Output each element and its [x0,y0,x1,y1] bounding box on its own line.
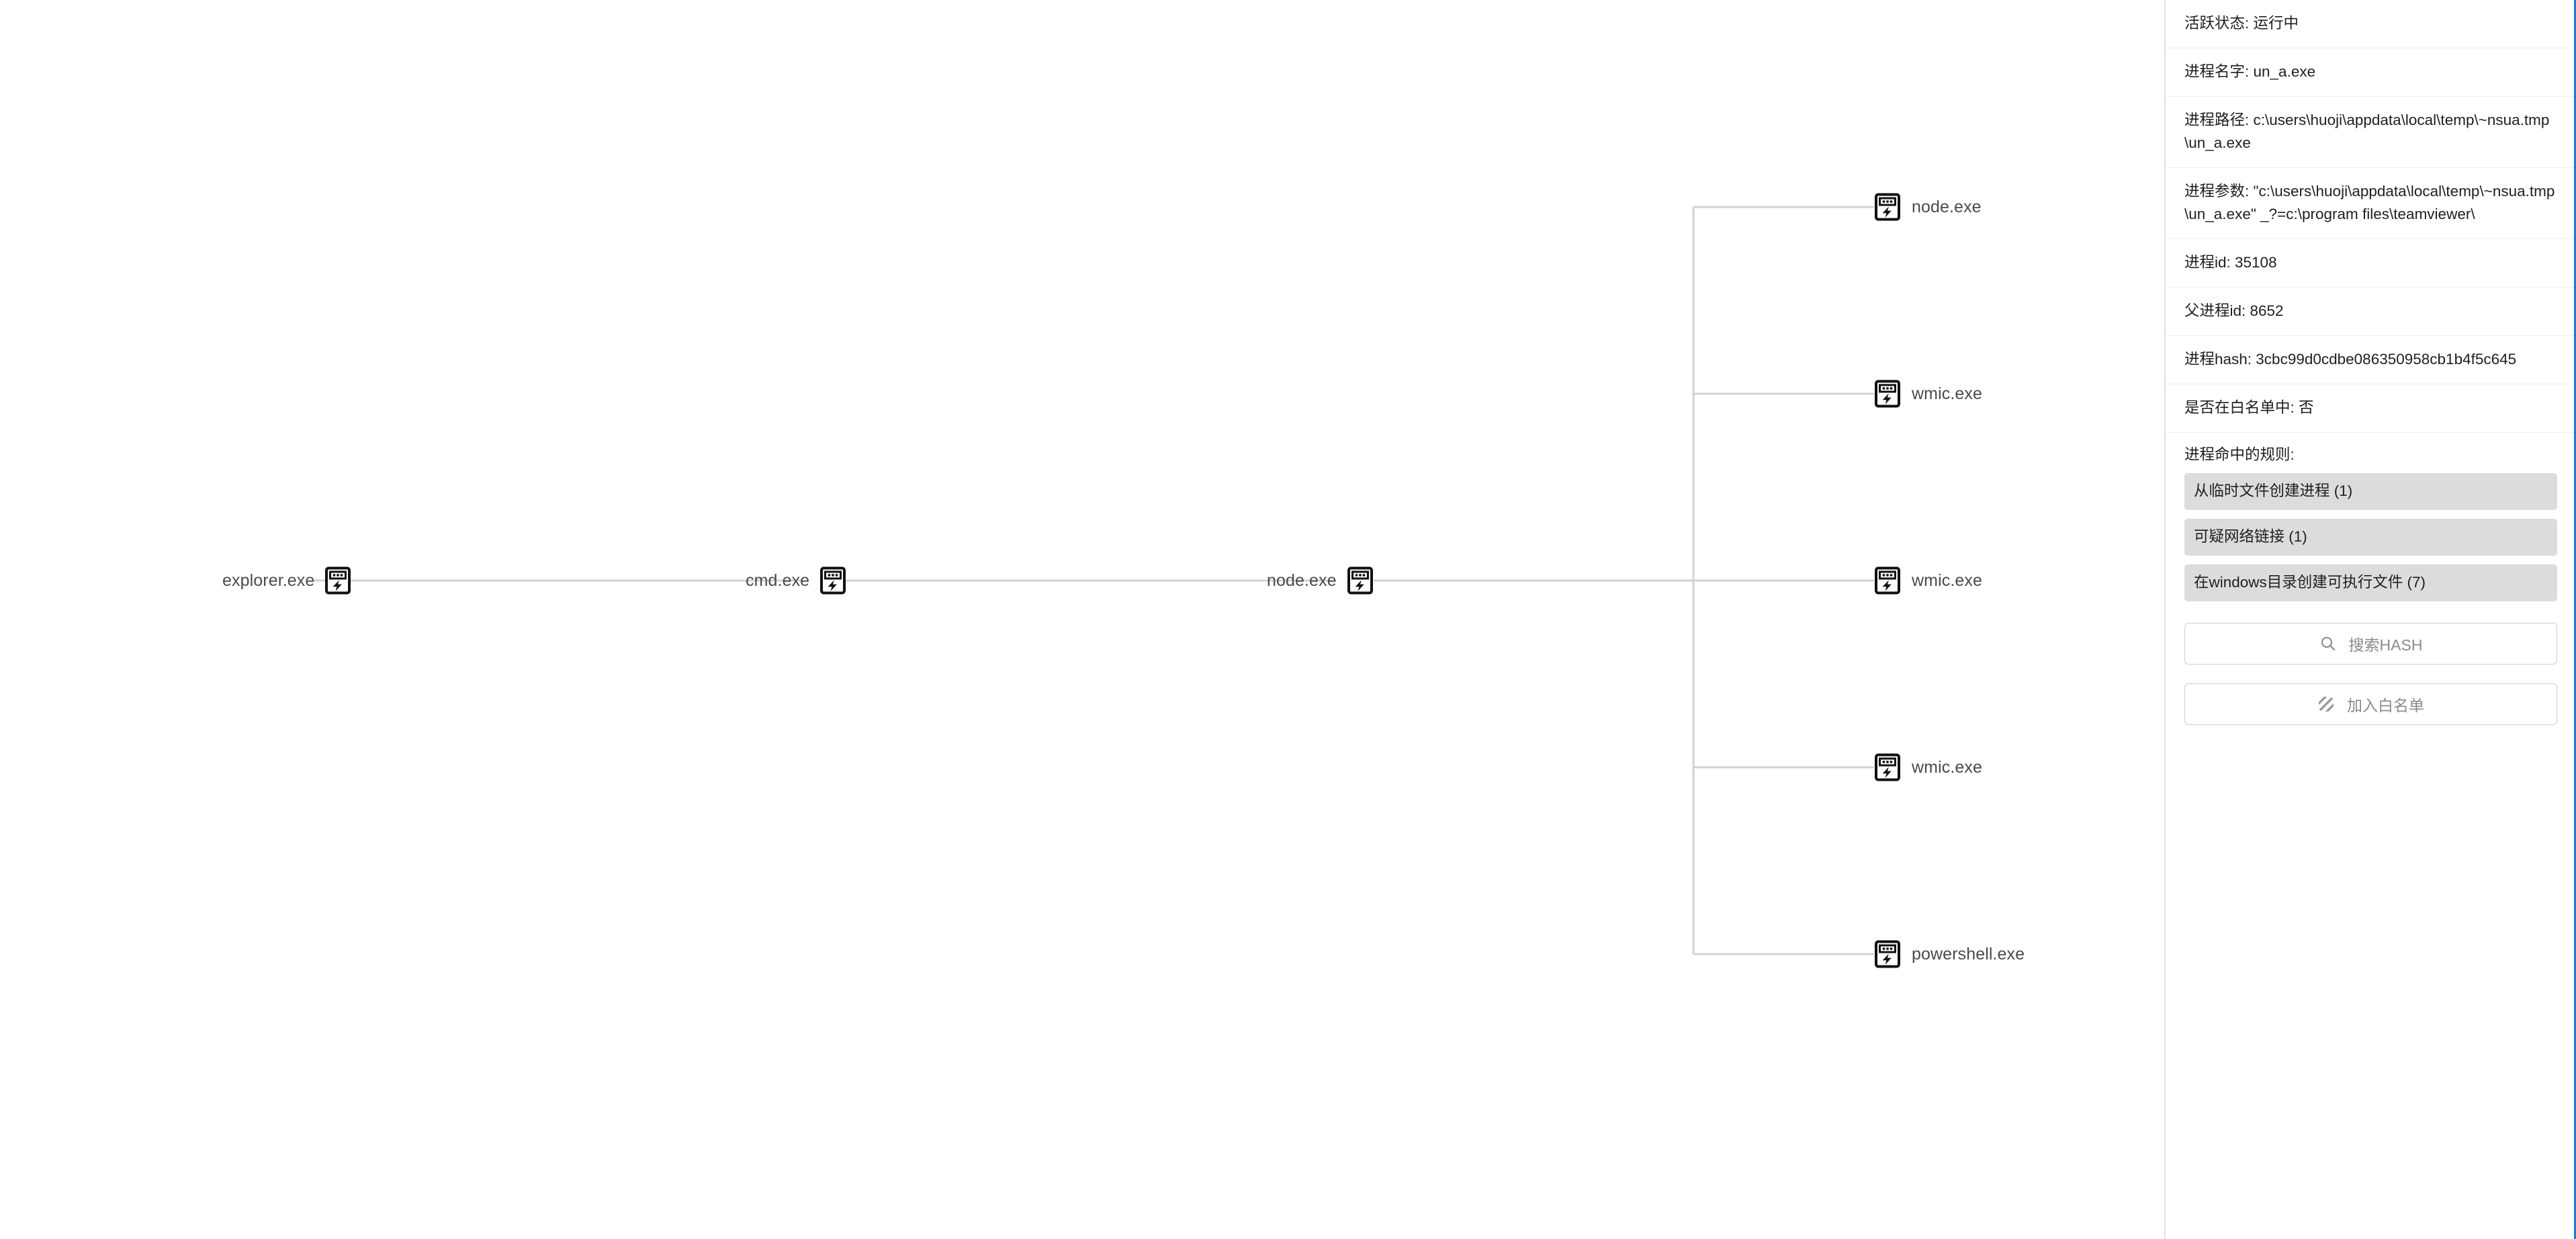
detail-row-process-args: 进程参数: "c:\users\huoji\appdata\local\temp… [2166,168,2576,239]
process-node-label: wmic.exe [1912,384,1982,403]
process-terminal-icon [818,566,848,595]
detail-key: 进程参数: [2184,183,2254,200]
detail-row-matched-rules: 进程命中的规则: 从临时文件创建进程 (1) 可疑网络链接 (1) 在windo… [2166,433,2576,605]
process-node-wmic-2[interactable]: wmic.exe [1873,563,1982,598]
search-hash-label: 搜索HASH [2348,636,2423,654]
detail-value: 3cbc99d0cdbe086350958cb1b4f5c645 [2256,351,2517,368]
detail-value: 8652 [2250,302,2284,319]
detail-key: 活跃状态: [2184,15,2254,32]
process-node-label: node.exe [1267,570,1337,590]
process-node-label: powershell.exe [1912,944,2025,964]
process-terminal-icon [1345,566,1375,595]
add-to-whitelist-button[interactable]: 加入白名单 [2184,683,2557,725]
process-terminal-icon [1873,753,1902,782]
detail-key: 是否在白名单中: [2184,399,2299,416]
detail-row-process-id: 进程id: 35108 [2166,239,2576,288]
detail-value: "c:\users\huoji\appdata\local\temp\~nsua… [2184,183,2555,222]
detail-row-active-state: 活跃状态: 运行中 [2166,0,2576,48]
matched-rules-title: 进程命中的规则: [2184,446,2295,463]
process-node-node-mid[interactable]: node.exe [1267,563,1375,598]
process-node-wmic-1[interactable]: wmic.exe [1873,376,1982,411]
detail-key: 进程id: [2184,254,2235,271]
detail-key: 进程路径: [2184,112,2254,128]
process-node-cmd[interactable]: cmd.exe [746,563,848,598]
detail-value: un_a.exe [2253,63,2316,80]
add-to-whitelist-label: 加入白名单 [2347,697,2424,714]
process-node-powershell[interactable]: powershell.exe [1873,937,2025,972]
process-terminal-icon [323,566,353,595]
process-terminal-icon [1873,566,1902,595]
search-icon [2319,635,2337,652]
detail-key: 父进程id: [2184,302,2250,319]
detail-row-process-hash: 进程hash: 3cbc99d0cdbe086350958cb1b4f5c645 [2166,336,2576,384]
process-node-label: wmic.exe [1912,570,1982,590]
detail-value: c:\users\huoji\appdata\local\temp\~nsua.… [2184,112,2550,151]
tree-edge-layer [314,206,1874,955]
detail-row-process-path: 进程路径: c:\users\huoji\appdata\local\temp\… [2166,97,2576,168]
process-terminal-icon [1873,939,1902,969]
detail-value: 否 [2299,399,2314,416]
detail-row-process-name: 进程名字: un_a.exe [2166,48,2576,97]
process-terminal-icon [1873,379,1902,409]
hatch-square-icon [2317,695,2335,713]
process-node-explorer[interactable]: explorer.exe [222,563,353,598]
process-detail-panel: 活跃状态: 运行中 进程名字: un_a.exe 进程路径: c:\users\… [2164,0,2576,1239]
rule-chip[interactable]: 可疑网络链接 (1) [2184,519,2557,556]
process-node-label: node.exe [1912,197,1982,216]
detail-row-whitelist-status: 是否在白名单中: 否 [2166,384,2576,433]
detail-value: 运行中 [2253,15,2299,32]
detail-key: 进程hash: [2184,351,2256,368]
process-node-label: cmd.exe [746,570,810,590]
process-node-node-child[interactable]: node.exe [1873,189,1982,224]
search-hash-button[interactable]: 搜索HASH [2184,623,2557,665]
process-terminal-icon [1873,192,1902,222]
panel-right-accent-bar [2574,0,2576,1239]
detail-value: 35108 [2235,254,2277,271]
panel-action-group: 搜索HASH 加入白名单 [2166,605,2576,725]
process-node-label: wmic.exe [1912,757,1982,777]
rule-chip[interactable]: 从临时文件创建进程 (1) [2184,473,2557,510]
detail-key: 进程名字: [2184,63,2254,80]
process-tree-canvas[interactable]: explorer.exe cmd.exe [0,0,2164,1239]
process-node-wmic-3[interactable]: wmic.exe [1873,750,1982,785]
process-node-label: explorer.exe [222,570,315,590]
detail-row-parent-process-id: 父进程id: 8652 [2166,288,2576,336]
rule-chip[interactable]: 在windows目录创建可执行文件 (7) [2184,564,2557,601]
